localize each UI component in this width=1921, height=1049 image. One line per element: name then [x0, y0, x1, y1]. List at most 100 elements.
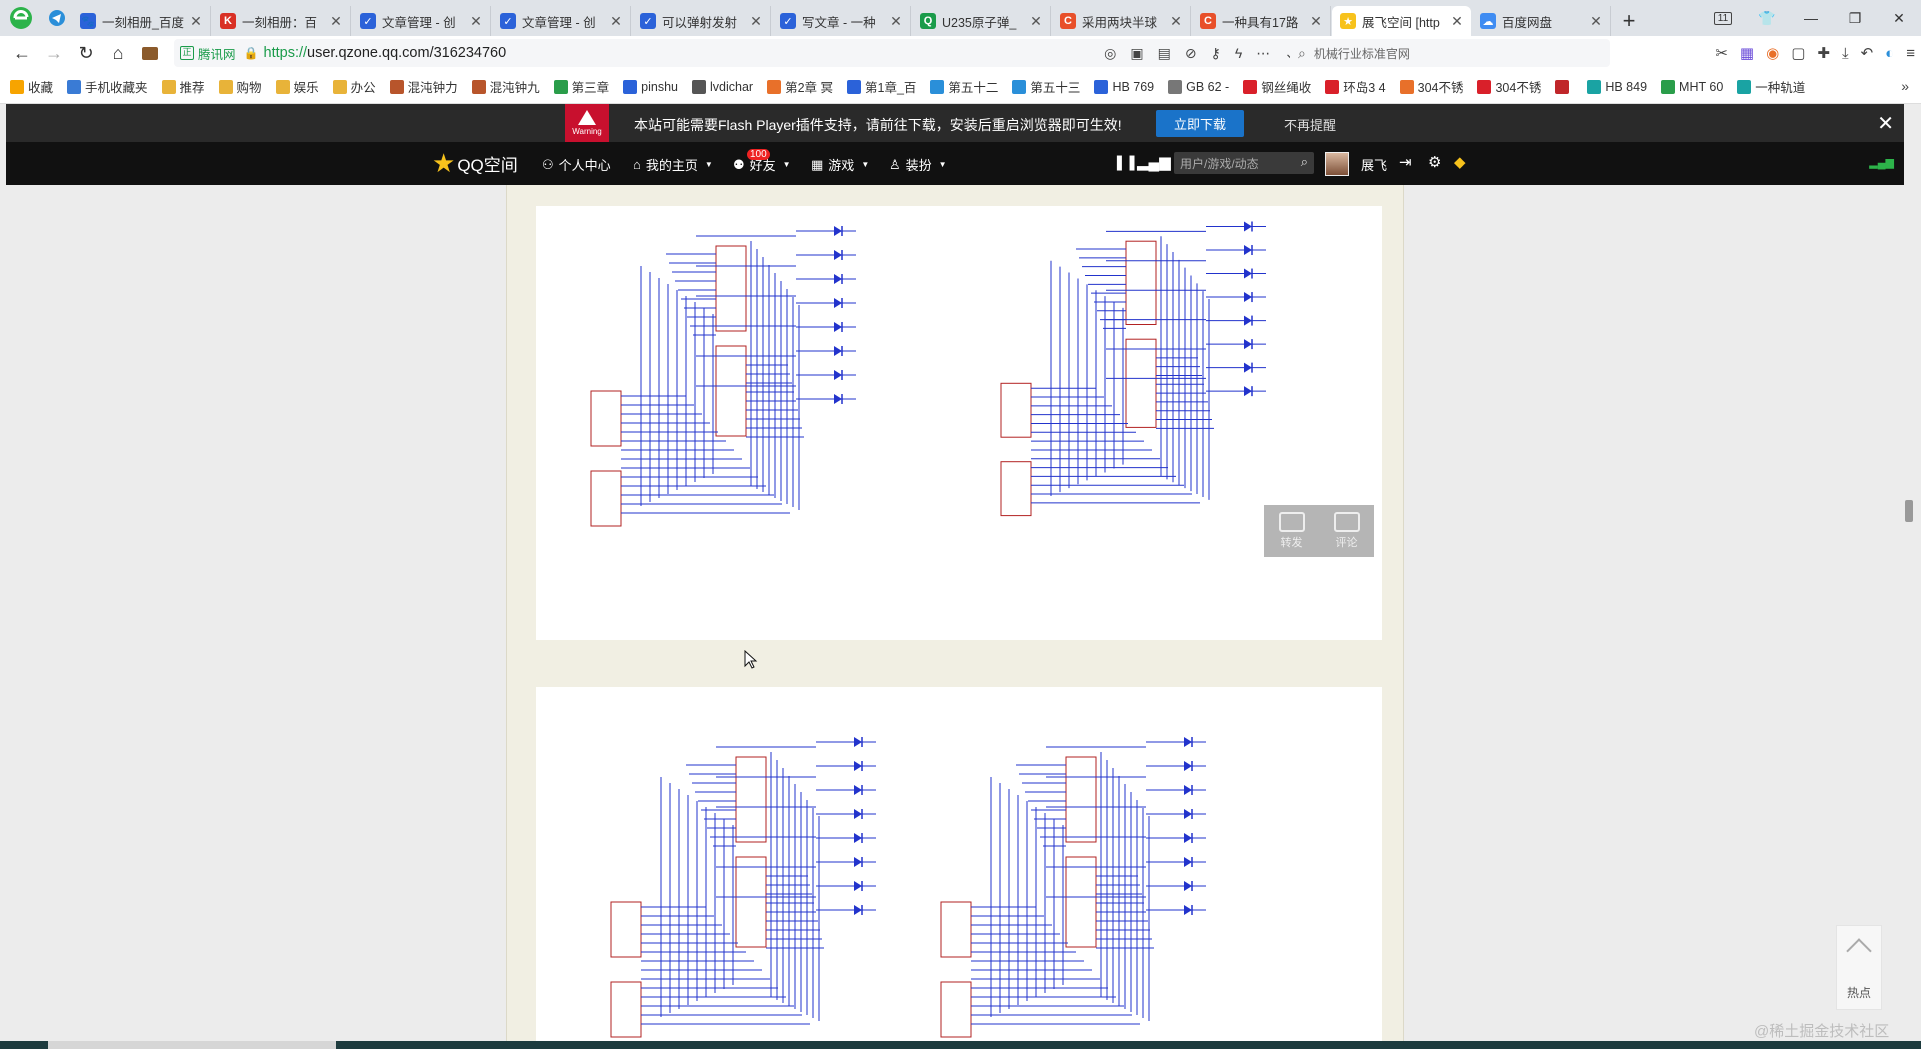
- tab-close-icon[interactable]: ✕: [1451, 12, 1463, 29]
- tab-close-icon[interactable]: ✕: [750, 12, 762, 29]
- username[interactable]: 展飞: [1361, 158, 1388, 173]
- nav-games[interactable]: ▦游戏▼: [811, 156, 870, 174]
- bookmark-item[interactable]: 办公: [332, 77, 376, 96]
- window-icon[interactable]: ▢: [1791, 45, 1806, 62]
- toolbox-icon[interactable]: [134, 37, 166, 69]
- tab-4[interactable]: ✓可以弹射发射✕: [632, 6, 771, 36]
- new-tab-button[interactable]: +: [1622, 8, 1636, 33]
- block-icon[interactable]: ⊘: [1184, 44, 1197, 61]
- bookmark-item[interactable]: 混沌钟力: [389, 77, 458, 96]
- search-box[interactable]: ⌕ 机械行业标准官网: [1290, 39, 1610, 67]
- tab-close-icon[interactable]: ✕: [1030, 12, 1042, 29]
- key-icon[interactable]: ⚷: [1210, 44, 1221, 61]
- tab-0[interactable]: 🐾一刻相册_百度✕: [72, 6, 211, 36]
- back-icon[interactable]: ←: [13, 42, 31, 63]
- bookmark-item[interactable]: pinshu: [623, 79, 678, 94]
- bookmark-item[interactable]: 购物: [218, 77, 262, 96]
- tab-2[interactable]: ✓文章管理 - 创✕: [352, 6, 491, 36]
- tab-close-icon[interactable]: ✕: [330, 12, 342, 29]
- bookmark-item[interactable]: 娱乐: [275, 77, 319, 96]
- tab-close-icon[interactable]: ✕: [470, 12, 482, 29]
- target-icon[interactable]: ◎: [1104, 44, 1117, 61]
- bookmark-item[interactable]: 钢丝绳收: [1243, 77, 1311, 96]
- tab-5[interactable]: ✓写文章 - 一种✕: [772, 6, 911, 36]
- shirt-icon[interactable]: 👕: [1758, 9, 1776, 26]
- bookmark-item[interactable]: HB 849: [1587, 79, 1647, 94]
- tab-close-icon[interactable]: ✕: [610, 12, 622, 29]
- scissors-icon[interactable]: ✂: [1715, 45, 1728, 62]
- nav-personal-center[interactable]: ⚇个人中心: [542, 156, 611, 174]
- bookmark-item[interactable]: 一种轨道: [1737, 77, 1805, 96]
- back-to-top-button[interactable]: 热点: [1836, 925, 1882, 1010]
- bookmark-item[interactable]: 304不锈: [1399, 77, 1463, 96]
- gear-icon[interactable]: ⚙: [1428, 154, 1442, 171]
- circuit-schematic-image[interactable]: [536, 206, 1382, 640]
- edge-icon[interactable]: ◐: [1885, 44, 1895, 62]
- search-icon[interactable]: ⌕: [1300, 154, 1308, 169]
- qzone-logo[interactable]: ★QQ空间: [432, 148, 518, 178]
- bookmark-item[interactable]: 第五十二: [930, 77, 998, 96]
- tab-close-icon[interactable]: ✕: [1170, 12, 1182, 29]
- bookmark-item[interactable]: 第三章: [553, 77, 609, 96]
- avatar[interactable]: [1325, 152, 1349, 176]
- dont-remind-link[interactable]: 不再提醒: [1284, 118, 1337, 133]
- bookmark-item[interactable]: 收藏: [10, 77, 53, 96]
- tab-close-icon[interactable]: ✕: [890, 12, 902, 29]
- tab-close-icon[interactable]: ✕: [190, 12, 202, 29]
- circuit-schematic-image[interactable]: [536, 687, 1382, 1041]
- nav-friends[interactable]: ⚉好友▼: [733, 156, 791, 174]
- bookmark-item[interactable]: 第1章_百: [847, 77, 916, 96]
- bookmark-item[interactable]: 推荐: [161, 77, 205, 96]
- tab-3[interactable]: ✓文章管理 - 创✕: [492, 6, 631, 36]
- gamepad-icon[interactable]: ◉: [1766, 45, 1780, 62]
- bookmark-item[interactable]: GB 62 -: [1168, 79, 1229, 94]
- address-bar[interactable]: 正腾讯网 🔒 https://user.qzone.qq.com/3162347…: [174, 39, 1304, 67]
- forward-icon[interactable]: →: [45, 42, 63, 63]
- bookmark-item[interactable]: MHT 60: [1661, 79, 1723, 94]
- bookmark-item[interactable]: 手机收藏夹: [67, 77, 148, 96]
- tab-count-button[interactable]: 11: [1701, 0, 1745, 36]
- screenshot-icon[interactable]: ▤: [1157, 44, 1171, 61]
- url-text[interactable]: https://user.qzone.qq.com/316234760: [263, 45, 507, 61]
- bookmarks-overflow-icon[interactable]: »: [1901, 78, 1909, 94]
- bookmark-item[interactable]: 环岛3 4: [1325, 77, 1386, 96]
- minimize-icon[interactable]: —: [1804, 10, 1818, 26]
- tab-close-icon[interactable]: ✕: [1310, 12, 1322, 29]
- puzzle-icon[interactable]: ✚: [1817, 45, 1830, 62]
- home-icon[interactable]: ⌂: [112, 42, 124, 63]
- more-icon[interactable]: ⋯: [1256, 44, 1271, 61]
- close-icon[interactable]: ✕: [1877, 113, 1894, 135]
- comment-button[interactable]: 评论: [1333, 512, 1360, 550]
- diamond-icon[interactable]: ◆: [1454, 154, 1466, 171]
- nav-dress-up[interactable]: ♙装扮▼: [889, 156, 947, 174]
- translate-icon[interactable]: ▦: [1739, 45, 1755, 62]
- close-window-icon[interactable]: ✕: [1893, 9, 1905, 26]
- bookmark-item[interactable]: 混沌钟九: [471, 77, 540, 96]
- tab-10[interactable]: ☁百度网盘✕: [1472, 6, 1611, 36]
- download-now-button[interactable]: 立即下载: [1156, 110, 1244, 137]
- menu-icon[interactable]: ≡: [1906, 44, 1915, 62]
- bookmark-item[interactable]: [1555, 79, 1573, 94]
- qzone-search-input[interactable]: 用户/游戏/动态⌕: [1174, 152, 1314, 174]
- pause-icon[interactable]: ❚❚: [1113, 154, 1139, 171]
- lightning-icon[interactable]: ϟ: [1234, 45, 1243, 61]
- reload-icon[interactable]: ↻: [78, 42, 94, 63]
- browser-logo-icon[interactable]: [0, 0, 42, 36]
- bookmark-item[interactable]: 第五十三: [1012, 77, 1080, 96]
- bookmark-item[interactable]: 第2章 冥: [767, 77, 833, 96]
- image-icon[interactable]: ▣: [1130, 44, 1144, 61]
- bookmark-item[interactable]: 304不锈: [1477, 77, 1541, 96]
- scrollbar-thumb[interactable]: [1905, 500, 1913, 522]
- pinned-tab-telegram-icon[interactable]: [42, 0, 72, 36]
- scrollbar[interactable]: [1903, 185, 1915, 1041]
- tab-9[interactable]: ★展飞空间 [http✕: [1332, 6, 1471, 36]
- forward-button[interactable]: 转发: [1278, 512, 1305, 550]
- bookmark-item[interactable]: HB 769: [1094, 79, 1154, 94]
- restore-icon[interactable]: ❐: [1848, 9, 1862, 26]
- tab-close-icon[interactable]: ✕: [1590, 12, 1602, 29]
- bookmark-item[interactable]: lvdichar: [691, 79, 753, 94]
